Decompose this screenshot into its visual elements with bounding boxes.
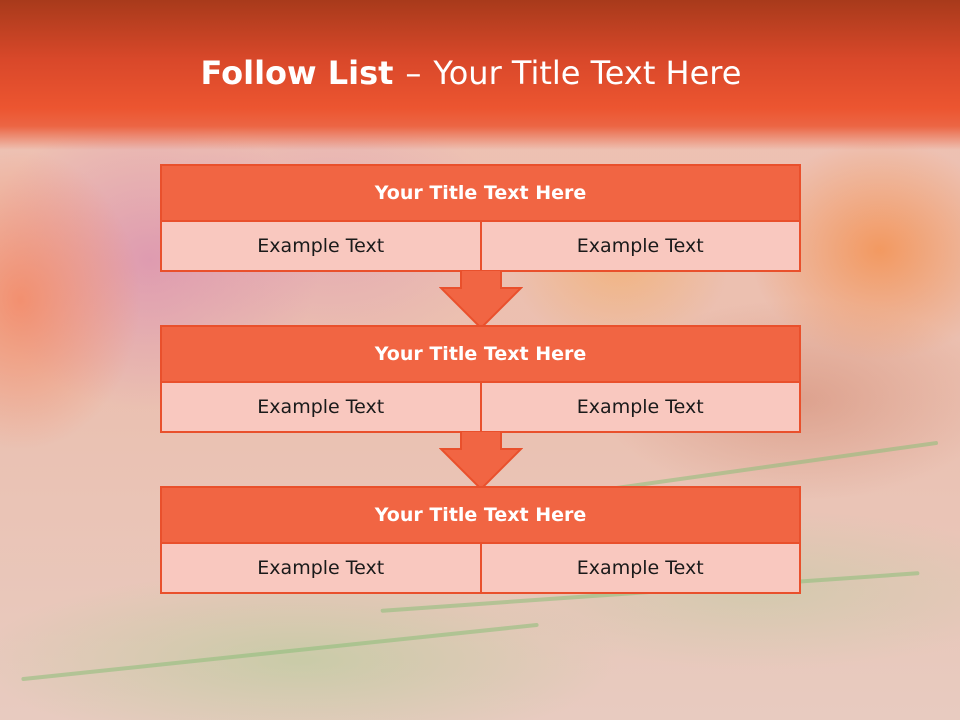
step-cell-left: Example Text	[257, 396, 385, 418]
step-box-3[interactable]: Your Title Text Here Example Text Exampl…	[160, 486, 801, 594]
step-cell-right: Example Text	[479, 222, 800, 270]
step-title: Your Title Text Here	[162, 166, 799, 222]
step-row: Example Text Example Text	[162, 544, 799, 592]
slide-title-dash: –	[405, 54, 422, 92]
step-row: Example Text Example Text	[162, 383, 799, 431]
step-box-1[interactable]: Your Title Text Here Example Text Exampl…	[160, 164, 801, 272]
step-cell-left: Example Text	[257, 235, 385, 257]
slide-title-rest: Your Title Text Here	[433, 54, 742, 92]
slide-title-bold: Follow List	[200, 54, 394, 92]
title-bar	[0, 0, 960, 150]
step-title: Your Title Text Here	[162, 488, 799, 544]
down-arrow-icon	[439, 270, 523, 330]
step-cell-left: Example Text	[257, 557, 385, 579]
down-arrow-icon	[439, 431, 523, 491]
step-cell-right: Example Text	[479, 544, 800, 592]
step-title: Your Title Text Here	[162, 327, 799, 383]
step-box-2[interactable]: Your Title Text Here Example Text Exampl…	[160, 325, 801, 433]
background-stem	[21, 622, 539, 682]
step-row: Example Text Example Text	[162, 222, 799, 270]
slide-title[interactable]: Follow List–Your Title Text Here	[0, 54, 942, 92]
step-cell-right: Example Text	[479, 383, 800, 431]
